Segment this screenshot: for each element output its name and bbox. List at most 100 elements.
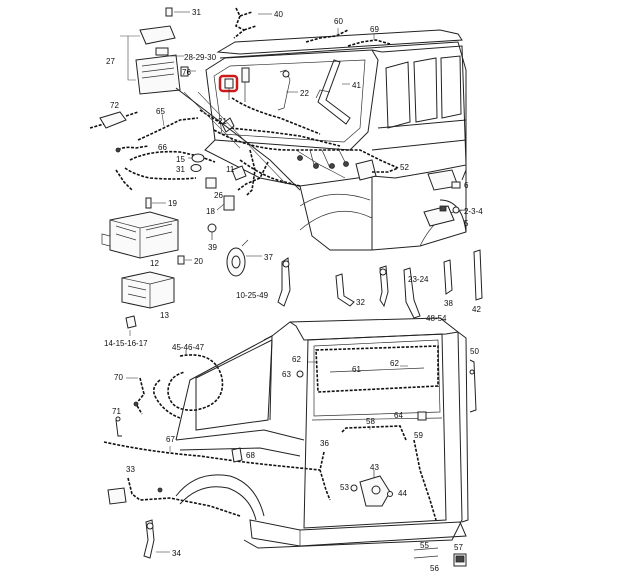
callout: 43 [370, 463, 379, 472]
callout: 11 [226, 165, 235, 174]
callout: 20 [194, 257, 203, 266]
part-5-lamp [423, 205, 455, 227]
part-14-17-clip [125, 315, 137, 336]
part-64-connector [417, 411, 427, 421]
callout: 5 [464, 219, 469, 228]
callout: 31 [192, 8, 201, 17]
part-27-fuse-box [120, 25, 181, 95]
callout: 41 [352, 81, 361, 90]
part-13-unit [121, 271, 175, 309]
part-58-harness [341, 425, 407, 441]
part-57-relay [453, 553, 467, 567]
part-72-connector [89, 111, 139, 129]
callout: 69 [370, 25, 379, 34]
callout: 59 [414, 431, 423, 440]
part-26-connector [205, 177, 217, 189]
part-32-bracket [335, 273, 355, 307]
part-31-bolt [165, 7, 190, 17]
part-12-fuse-box [101, 211, 179, 259]
callout: 42 [472, 305, 481, 314]
part-71-clip [115, 416, 122, 437]
part-21-clip [221, 117, 235, 133]
callout: 56 [430, 564, 439, 573]
callout: 62 [390, 359, 399, 368]
part-15-grommet [188, 153, 205, 163]
callout: 71 [112, 407, 121, 416]
part-34-bracket [143, 519, 170, 559]
part-60-harness [305, 28, 349, 43]
part-39-bolt [207, 223, 217, 240]
part-43-lock-motor [359, 470, 391, 507]
part-41-wiper-arm [315, 59, 351, 125]
rear-vehicle-body [175, 317, 469, 549]
part-52-bracket [355, 159, 399, 181]
part-67-harness [103, 441, 321, 471]
part-45-47-harness [152, 350, 224, 419]
callout: 60 [334, 17, 343, 26]
part-23-24-bracket [379, 265, 389, 308]
callout: 32 [356, 298, 365, 307]
callout: 12 [150, 259, 159, 268]
callout: 40 [274, 10, 283, 19]
part-69-harness [347, 34, 391, 47]
part-63-clip [296, 370, 304, 378]
part-2-4-bolt [452, 206, 462, 214]
part-20-bolt [177, 255, 192, 265]
part-19-bolt [145, 197, 166, 209]
callout: 50 [470, 347, 479, 356]
part-55-clip [413, 547, 439, 551]
part-70-harness [126, 377, 145, 415]
callout: 15 [176, 155, 185, 164]
part-66-harness [115, 145, 149, 153]
callout: 76 [182, 68, 191, 77]
callout: 67 [166, 435, 175, 444]
front-wiring-harness [129, 97, 399, 197]
callout: 10-25-49 [236, 291, 269, 300]
callout: 66 [158, 143, 167, 152]
callout: 44 [398, 489, 407, 498]
callout: 28-29-30 [184, 53, 217, 62]
callout: 39 [208, 243, 217, 252]
cable-diagonal [175, 87, 301, 191]
part-48-54-bracket [403, 267, 421, 319]
part-33-harness [107, 477, 241, 517]
callout: 21 [218, 117, 227, 126]
part-44-clip [387, 491, 393, 497]
callout: 45-46-47 [172, 343, 205, 352]
callout: 55 [420, 541, 429, 550]
callout: 70 [114, 373, 123, 382]
part-22-relay [277, 69, 298, 111]
callout: 18 [206, 207, 215, 216]
callout: 63 [282, 370, 291, 379]
callout: 27 [106, 57, 115, 66]
callout: 62 [292, 355, 301, 364]
callout: 34 [172, 549, 181, 558]
callout: 48-54 [426, 314, 447, 323]
part-50-harness [469, 359, 477, 413]
left-harness-branch [115, 169, 133, 191]
callout-labels: 31 40 60 69 27 28-29-30 76 72 65 66 15 3… [104, 8, 483, 573]
callout: 68 [246, 451, 255, 460]
part-56-clip [413, 555, 439, 559]
callout: 61 [352, 365, 361, 374]
callout: 65 [156, 107, 165, 116]
part-40-harness [233, 7, 272, 39]
part-37-horn [226, 239, 262, 277]
callout: 33 [126, 465, 135, 474]
callout: 57 [454, 543, 463, 552]
callout: 53 [340, 483, 349, 492]
part-59-harness [413, 439, 437, 521]
callout: 72 [110, 101, 119, 110]
callout: 52 [400, 163, 409, 172]
part-36-harness [319, 451, 331, 501]
callout: 38 [444, 299, 453, 308]
callout: 14-15-16-17 [104, 339, 148, 348]
callout: 23-24 [408, 275, 429, 284]
callout: 64 [394, 411, 403, 420]
callout: 6 [464, 181, 469, 190]
left-harness-lower [124, 167, 197, 180]
part-6-unit [427, 169, 461, 191]
callout: 13 [160, 311, 169, 320]
